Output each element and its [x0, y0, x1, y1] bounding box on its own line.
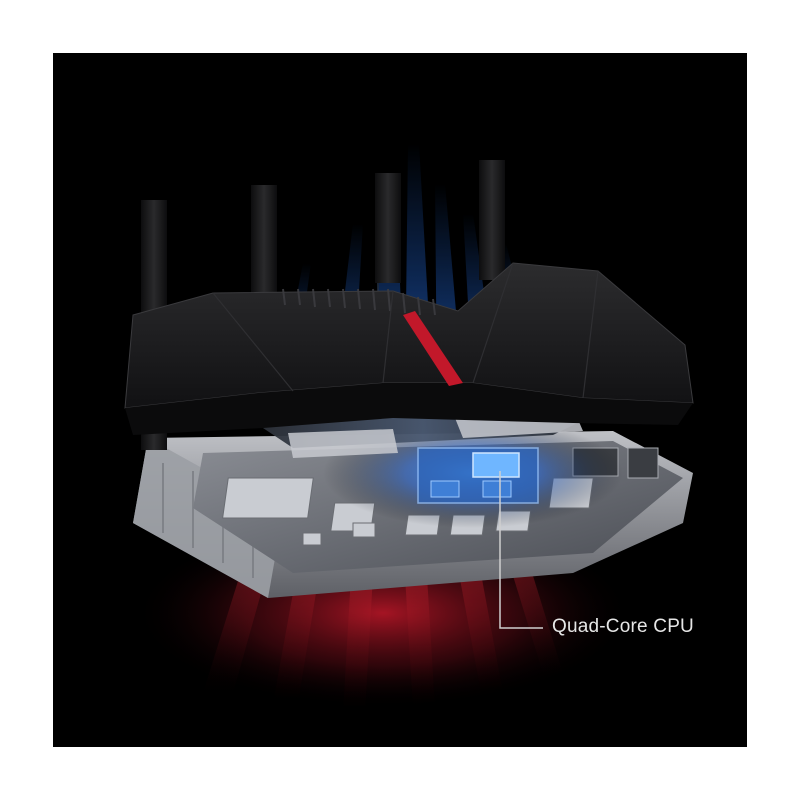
- router-exploded-view: [124, 143, 694, 713]
- antenna-3: [375, 173, 401, 283]
- cpu-callout-line: [499, 471, 543, 629]
- product-image-frame: Quad-Core CPU: [53, 53, 747, 747]
- router-top-cover: [124, 262, 694, 435]
- antenna-2: [251, 185, 277, 305]
- antenna-4: [479, 160, 505, 280]
- cpu-chip-area: [417, 447, 539, 504]
- cpu-callout-label: Quad-Core CPU: [552, 616, 694, 637]
- red-accent-stripe: [403, 311, 463, 386]
